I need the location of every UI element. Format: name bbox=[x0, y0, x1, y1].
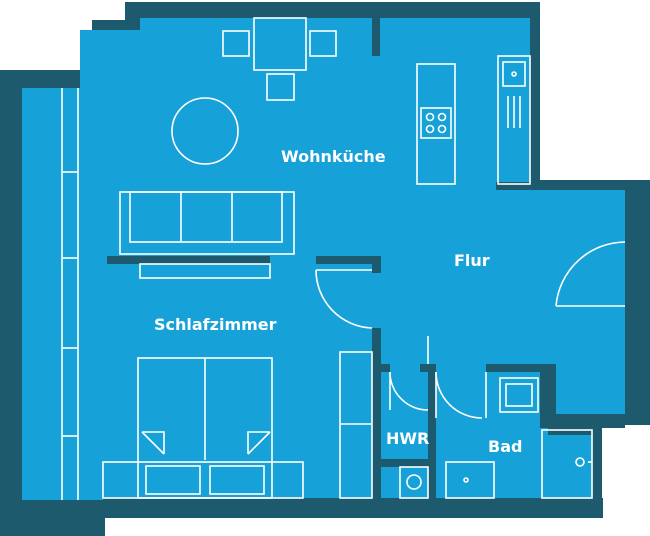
wall-living-bed-left bbox=[107, 256, 270, 264]
door-bad bbox=[435, 371, 483, 419]
wall-hwr-bad bbox=[428, 364, 436, 500]
kitchen-sink bbox=[502, 61, 526, 87]
interior-walls bbox=[103, 18, 641, 518]
wall-bad-step bbox=[540, 414, 625, 428]
round-table bbox=[171, 97, 239, 165]
tv-board bbox=[139, 263, 271, 279]
wardrobe bbox=[339, 351, 373, 499]
dining-table bbox=[253, 17, 307, 71]
wall-bed-corridor-upper bbox=[372, 256, 381, 273]
sink-drain bbox=[511, 71, 517, 77]
shower-drain bbox=[575, 457, 585, 467]
shower bbox=[541, 429, 593, 499]
label-bad: Bad bbox=[488, 437, 522, 456]
bed-fold-right bbox=[247, 431, 270, 454]
washing-drum bbox=[406, 474, 422, 490]
washing-machine bbox=[399, 466, 429, 499]
door-entrance bbox=[555, 241, 626, 307]
bed-pillow-right bbox=[209, 465, 265, 495]
bed-fold-right-diag bbox=[247, 431, 271, 455]
toilet-seat bbox=[505, 383, 533, 407]
wall-hwr-bottom bbox=[376, 459, 432, 467]
bed-fold-left-diag bbox=[141, 431, 165, 455]
dining-chair-left bbox=[222, 30, 250, 57]
label-wohnkueche: Wohnküche bbox=[281, 147, 386, 166]
wall-kitchen-upper bbox=[372, 18, 380, 56]
room-labels: Wohnküche Flur Schlafzimmer HWR Bad bbox=[154, 147, 522, 456]
stove-burner-1 bbox=[425, 112, 435, 122]
label-schlafzimmer: Schlafzimmer bbox=[154, 315, 277, 334]
dining-chair-bottom bbox=[266, 73, 295, 101]
wall-hwr-left bbox=[372, 360, 380, 500]
washbasin bbox=[445, 461, 495, 499]
stove-burner-4 bbox=[437, 124, 447, 134]
doors bbox=[315, 241, 626, 419]
label-hwr: HWR bbox=[386, 429, 429, 448]
stove-burner-2 bbox=[437, 112, 447, 122]
stove-burner-3 bbox=[425, 124, 435, 134]
wall-bottom-strip bbox=[103, 498, 603, 518]
bed-footboard bbox=[102, 461, 304, 499]
wall-bad-right bbox=[540, 364, 556, 428]
toilet-tank bbox=[499, 377, 539, 413]
furniture bbox=[61, 17, 593, 500]
kitchen-stove bbox=[420, 107, 452, 139]
wall-hwr-top bbox=[372, 364, 390, 372]
wall-flur-right bbox=[625, 190, 641, 425]
wall-hwr-top-right bbox=[420, 364, 436, 372]
kitchen-counter-right bbox=[497, 55, 531, 185]
washbasin-drain bbox=[463, 477, 469, 483]
kitchen-counter bbox=[416, 63, 456, 185]
label-flur: Flur bbox=[454, 251, 490, 270]
bed-pillow-left bbox=[145, 465, 201, 495]
dining-chair-right bbox=[309, 30, 337, 57]
wall-living-bed-right bbox=[316, 256, 381, 264]
door-bedroom bbox=[315, 269, 373, 329]
sofa-seat bbox=[129, 191, 283, 243]
wall-bad-top bbox=[486, 364, 556, 372]
floor-balcony bbox=[22, 88, 80, 500]
bed-fold-left bbox=[142, 431, 165, 454]
wall-kitchen-flur bbox=[496, 182, 540, 190]
